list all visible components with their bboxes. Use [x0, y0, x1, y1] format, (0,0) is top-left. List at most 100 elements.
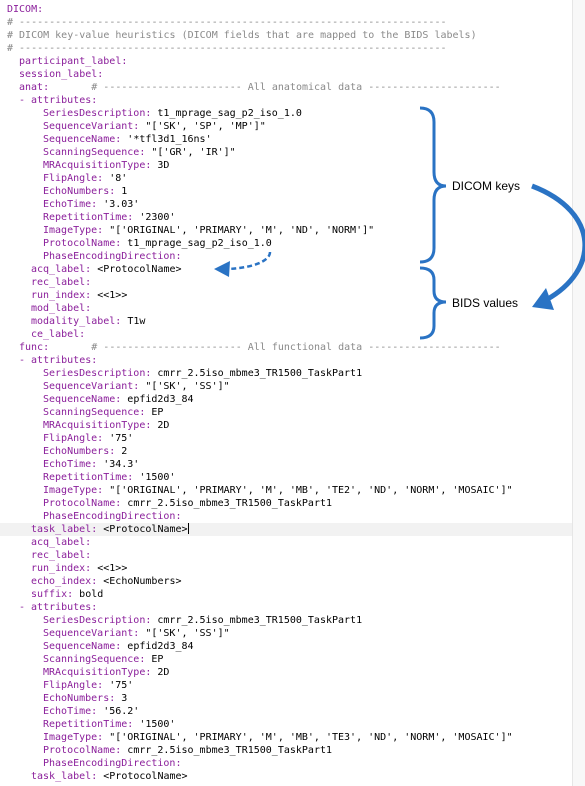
yaml-value: '1500': [133, 719, 176, 730]
code-line[interactable]: SequenceVariant: "['SK', 'SS']": [0, 380, 230, 393]
code-line[interactable]: echo_index: <EchoNumbers>: [0, 575, 182, 588]
yaml-key: PhaseEncodingDirection:: [43, 511, 182, 522]
yaml-value: <EchoNumbers>: [97, 576, 182, 587]
code-line[interactable]: RepetitionTime: '1500': [0, 718, 175, 731]
code-line[interactable]: FlipAngle: '75': [0, 432, 133, 445]
code-line[interactable]: EchoTime: '56.2': [0, 705, 139, 718]
code-line[interactable]: modality_label: T1w: [0, 315, 145, 328]
code-line[interactable]: task_label: <ProtocolName>: [0, 523, 585, 536]
yaml-key: task_label:: [31, 771, 98, 782]
text-cursor: [187, 523, 189, 534]
code-line[interactable]: SequenceName: epfid2d3_84: [0, 393, 194, 406]
yaml-value: epfid2d3_84: [121, 641, 194, 652]
code-line[interactable]: func: # ----------------------- All func…: [0, 341, 501, 354]
yaml-value: 3: [115, 693, 128, 704]
code-line[interactable]: RepetitionTime: '2300': [0, 211, 175, 224]
code-line[interactable]: FlipAngle: '8': [0, 172, 127, 185]
yaml-value: cmrr_2.5iso_mbme3_TR1500_TaskPart1: [151, 368, 363, 379]
yaml-key: DICOM:: [7, 4, 44, 15]
yaml-key: MRAcquisitionType:: [43, 420, 152, 431]
code-line[interactable]: run_index: <<1>>: [0, 289, 127, 302]
code-line[interactable]: # --------------------------------------…: [0, 42, 447, 55]
yaml-value: '*tfl3d1_16ns': [121, 134, 212, 145]
code-line[interactable]: EchoTime: '3.03': [0, 198, 139, 211]
yaml-key: echo_index:: [31, 576, 98, 587]
code-line[interactable]: EchoTime: '34.3': [0, 458, 139, 471]
yaml-value: cmrr_2.5iso_mbme3_TR1500_TaskPart1: [121, 498, 332, 509]
code-line[interactable]: EchoNumbers: 1: [0, 185, 127, 198]
yaml-key: RepetitionTime:: [43, 719, 134, 730]
yaml-value: <<1>>: [91, 563, 128, 574]
yaml-comment: # ----------------------- All anatomical…: [49, 82, 501, 93]
yaml-key: acq_label:: [31, 537, 92, 548]
yaml-comment: # --------------------------------------…: [7, 17, 447, 28]
code-line[interactable]: ce_label:: [0, 328, 85, 341]
code-line[interactable]: PhaseEncodingDirection:: [0, 757, 181, 770]
code-line[interactable]: PhaseEncodingDirection:: [0, 250, 181, 263]
yaml-value: '3.03': [97, 199, 140, 210]
code-line[interactable]: rec_label:: [0, 276, 91, 289]
yaml-key: FlipAngle:: [43, 680, 104, 691]
yaml-key: run_index:: [31, 563, 92, 574]
code-line[interactable]: SequenceName: epfid2d3_84: [0, 640, 194, 653]
code-line[interactable]: MRAcquisitionType: 2D: [0, 419, 169, 432]
code-line[interactable]: rec_label:: [0, 549, 91, 562]
code-line[interactable]: EchoNumbers: 2: [0, 445, 127, 458]
code-line[interactable]: ProtocolName: cmrr_2.5iso_mbme3_TR1500_T…: [0, 497, 332, 510]
vertical-scrollbar[interactable]: [572, 0, 585, 786]
yaml-value: '75': [103, 433, 134, 444]
code-line[interactable]: ScanningSequence: EP: [0, 406, 163, 419]
code-line[interactable]: suffix: bold: [0, 588, 103, 601]
code-line[interactable]: SequenceVariant: "['SK', 'SS']": [0, 627, 230, 640]
code-line[interactable]: # DICOM key-value heuristics (DICOM fiel…: [0, 29, 477, 42]
code-line[interactable]: SeriesDescription: t1_mprage_sag_p2_iso_…: [0, 107, 302, 120]
code-line[interactable]: EchoNumbers: 3: [0, 692, 127, 705]
code-line[interactable]: - attributes:: [0, 601, 97, 614]
code-line[interactable]: ScanningSequence: EP: [0, 653, 163, 666]
code-line[interactable]: anat: # ----------------------- All anat…: [0, 81, 501, 94]
bids-values-label: BIDS values: [452, 296, 519, 310]
code-line[interactable]: SequenceVariant: "['SK', 'SP', 'MP']": [0, 120, 266, 133]
yaml-key: ProtocolName:: [43, 498, 122, 509]
code-line[interactable]: SequenceName: '*tfl3d1_16ns': [0, 133, 212, 146]
code-line[interactable]: PhaseEncodingDirection:: [0, 510, 181, 523]
yaml-key: suffix:: [31, 589, 74, 600]
yaml-value: 3D: [151, 160, 170, 171]
yaml-value: 1: [115, 186, 128, 197]
yaml-key: ImageType:: [43, 732, 104, 743]
code-line[interactable]: ProtocolName: cmrr_2.5iso_mbme3_TR1500_T…: [0, 744, 332, 757]
code-line[interactable]: run_index: <<1>>: [0, 562, 127, 575]
code-line[interactable]: FlipAngle: '75': [0, 679, 133, 692]
code-line[interactable]: ProtocolName: t1_mprage_sag_p2_iso_1.0: [0, 237, 272, 250]
yaml-key: EchoTime:: [43, 706, 98, 717]
code-line[interactable]: ImageType: "['ORIGINAL', 'PRIMARY', 'M',…: [0, 484, 513, 497]
dicom-keys-label: DICOM keys: [452, 179, 521, 193]
code-line[interactable]: RepetitionTime: '1500': [0, 471, 175, 484]
code-line[interactable]: ImageType: "['ORIGINAL', 'PRIMARY', 'M',…: [0, 224, 374, 237]
code-line[interactable]: MRAcquisitionType: 2D: [0, 666, 169, 679]
code-line[interactable]: SeriesDescription: cmrr_2.5iso_mbme3_TR1…: [0, 614, 362, 627]
code-line[interactable]: session_label:: [0, 68, 103, 81]
code-line[interactable]: task_label: <ProtocolName>: [0, 770, 188, 783]
yaml-key: EchoTime:: [43, 459, 98, 470]
code-line[interactable]: acq_label: <ProtocolName>: [0, 263, 182, 276]
yaml-key: ScanningSequence:: [43, 147, 146, 158]
yaml-key: ImageType:: [43, 485, 104, 496]
code-line[interactable]: # --------------------------------------…: [0, 16, 447, 29]
yaml-value: '56.2': [97, 706, 140, 717]
code-line[interactable]: - attributes:: [0, 94, 97, 107]
code-line[interactable]: participant_label:: [0, 55, 127, 68]
code-line[interactable]: mod_label:: [0, 302, 91, 315]
yaml-key: SeriesDescription:: [43, 368, 152, 379]
code-line[interactable]: ImageType: "['ORIGINAL', 'PRIMARY', 'M',…: [0, 731, 513, 744]
code-line[interactable]: SeriesDescription: cmrr_2.5iso_mbme3_TR1…: [0, 367, 362, 380]
yaml-key: participant_label:: [19, 56, 128, 67]
code-line[interactable]: - attributes:: [0, 354, 97, 367]
yaml-value: T1w: [121, 316, 146, 327]
code-line[interactable]: ScanningSequence: "['GR', 'IR']": [0, 146, 236, 159]
code-line[interactable]: MRAcquisitionType: 3D: [0, 159, 169, 172]
code-line[interactable]: DICOM:: [0, 3, 43, 16]
yaml-value: <ProtocolName>: [97, 524, 188, 535]
code-line[interactable]: acq_label:: [0, 536, 91, 549]
